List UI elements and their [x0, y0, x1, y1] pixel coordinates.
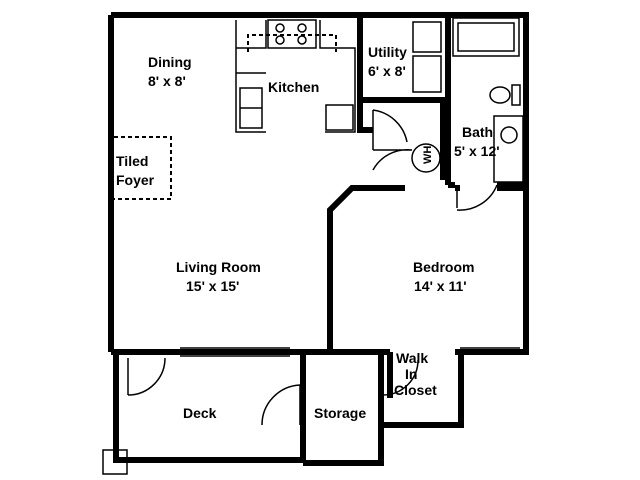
- kitchen-counter: [235, 20, 356, 133]
- bath-door-swing: [456, 184, 498, 211]
- bedroom-label: Bedroom: [413, 259, 474, 275]
- bedroom-size: 14' x 11': [414, 278, 467, 294]
- refrigerator: [325, 104, 354, 131]
- living-bedroom-wall: [327, 185, 405, 352]
- closet-door-swing: [382, 359, 419, 396]
- tiled-foyer-label-line1: Tiled: [116, 153, 148, 169]
- deck-door-swing: [127, 357, 166, 396]
- kitchen-label: Kitchen: [268, 79, 319, 95]
- utility-size: 6' x 8': [368, 63, 406, 79]
- walk-in-closet-label-line3: Closet: [394, 382, 437, 398]
- burner-1: [275, 23, 285, 33]
- walk-in-closet-label-line2: In: [405, 366, 417, 382]
- living-room-label: Living Room: [176, 259, 261, 275]
- dining-label: Dining: [148, 54, 192, 70]
- bath-wall: [445, 15, 526, 188]
- water-heater-label: WH: [422, 146, 434, 164]
- walk-in-closet-label-line1: Walk: [396, 350, 428, 366]
- utility-label: Utility: [368, 44, 407, 60]
- water-heater: [411, 143, 441, 173]
- tiled-foyer-boundary: [114, 136, 172, 200]
- utility-wall: [357, 15, 446, 180]
- vanity-sink: [500, 126, 518, 144]
- bath-label: Bath: [462, 124, 493, 140]
- deck-post: [102, 449, 128, 475]
- vanity: [493, 115, 524, 183]
- hall-door-swing: [372, 148, 413, 171]
- burner-3: [275, 35, 285, 45]
- tiled-foyer-label-line2: Foyer: [116, 172, 155, 188]
- bath-size: 5' x 12': [454, 143, 500, 159]
- burner-4: [297, 35, 307, 45]
- bathtub-inner: [457, 22, 515, 52]
- deck-label: Deck: [183, 405, 217, 421]
- storage-door-swing: [261, 384, 301, 426]
- burner-2: [297, 23, 307, 33]
- dining-size: 8' x 8': [148, 73, 186, 89]
- storage-label: Storage: [314, 405, 366, 421]
- kitchen-upper-cabinets: [247, 34, 337, 52]
- washer: [412, 21, 442, 53]
- bathtub: [452, 17, 520, 57]
- toilet: [489, 86, 511, 104]
- dryer: [412, 55, 442, 93]
- toilet-tank: [511, 84, 521, 106]
- utility-door-swing: [372, 109, 408, 150]
- living-room-size: 15' x 15': [186, 278, 239, 294]
- closet-wall: [378, 352, 393, 425]
